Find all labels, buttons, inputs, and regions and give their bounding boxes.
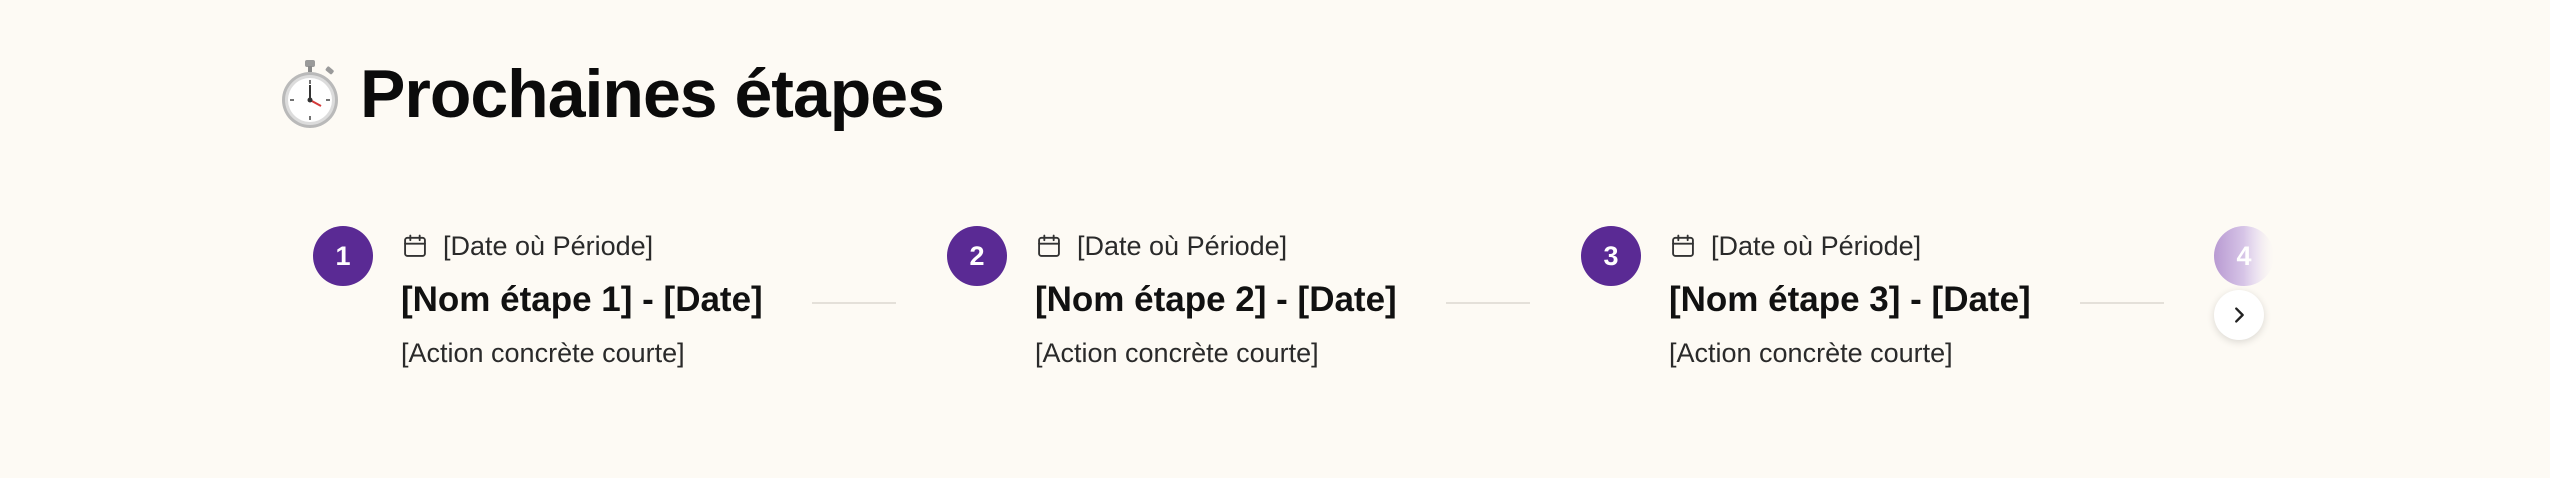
step-action: [Action concrète courte] bbox=[401, 338, 685, 369]
step-date-text: [Date où Période] bbox=[1711, 230, 1922, 261]
step-title: [Nom étape 1] - [Date] bbox=[401, 280, 763, 319]
step-date: [Date où Période] bbox=[1669, 228, 2031, 264]
step-number-badge: 2 bbox=[947, 226, 1007, 286]
stopwatch-icon bbox=[282, 60, 338, 128]
page-header: Prochaines étapes bbox=[278, 56, 945, 132]
step-action: [Action concrète courte] bbox=[1035, 338, 1319, 369]
chevron-right-icon bbox=[2235, 307, 2244, 323]
timeline-connector bbox=[2080, 302, 2164, 304]
calendar-icon bbox=[404, 234, 426, 257]
step-content: [Date où Période] [Nom étape 1] - [Date]… bbox=[401, 226, 763, 369]
calendar-icon bbox=[1672, 234, 1694, 257]
step-date: [Date où Période] bbox=[1035, 228, 1397, 264]
timeline-connector bbox=[1446, 302, 1530, 304]
step-date-text: [Date où Période] bbox=[443, 230, 654, 261]
next-steps-button[interactable] bbox=[2214, 290, 2264, 340]
step-number-badge: 3 bbox=[1581, 226, 1641, 286]
step-content: [Date où Période] [Nom étape 3] - [Date]… bbox=[1669, 226, 2031, 369]
step-content: [Date où Période] [Nom étape 2] - [Date]… bbox=[1035, 226, 1397, 369]
step-title: [Nom étape 3] - [Date] bbox=[1669, 280, 2031, 319]
page-title: Prochaines étapes bbox=[360, 56, 945, 132]
step-date: [Date où Période] bbox=[401, 228, 763, 264]
timeline-connector bbox=[812, 302, 896, 304]
step-title: [Nom étape 2] - [Date] bbox=[1035, 280, 1397, 319]
step-action: [Action concrète courte] bbox=[1669, 338, 1953, 369]
step-number-badge: 1 bbox=[313, 226, 373, 286]
calendar-icon bbox=[1038, 234, 1060, 257]
step-date-text: [Date où Période] bbox=[1077, 230, 1288, 261]
